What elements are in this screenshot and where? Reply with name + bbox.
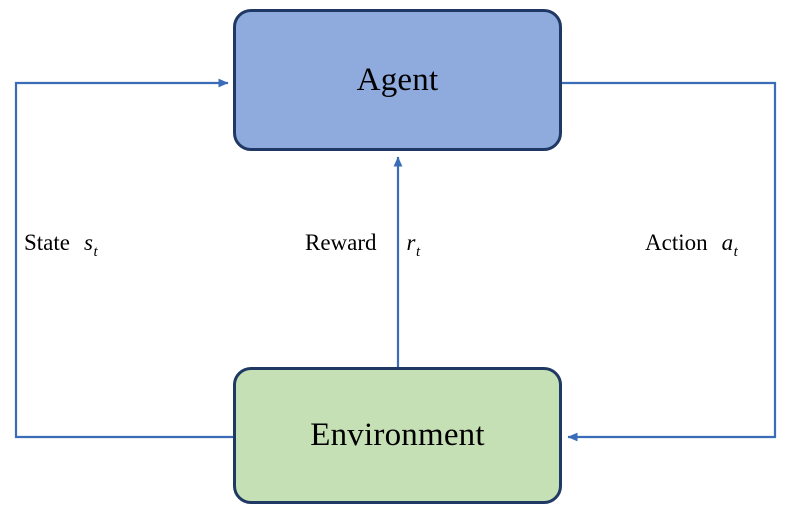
agent-node-label: Agent — [356, 61, 439, 98]
action-label-word: Action — [645, 230, 708, 255]
agent-node[interactable]: Agent — [233, 9, 562, 151]
reward-label-symbol: r — [406, 230, 416, 255]
action-connector — [562, 81, 777, 442]
state-label-word: State — [24, 230, 70, 255]
environment-node-label: Environment — [310, 417, 485, 453]
state-label-subscript: t — [93, 243, 98, 260]
reward-label-word: Reward — [305, 230, 377, 255]
state-label-symbol: s — [84, 230, 93, 255]
action-label-subscript: t — [733, 243, 738, 260]
environment-node[interactable]: Environment — [233, 367, 562, 504]
state-connector — [14, 78, 234, 439]
reward-edge-label: Reward rt — [305, 231, 420, 260]
action-label-symbol: a — [721, 230, 734, 255]
reward-label-subscript: t — [415, 243, 421, 260]
